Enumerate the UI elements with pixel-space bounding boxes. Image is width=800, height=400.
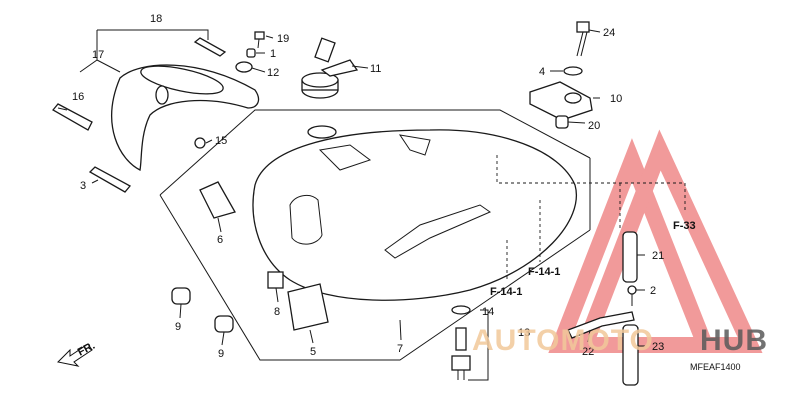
decal-8	[267, 271, 284, 289]
tank-console-cover	[111, 64, 260, 171]
grommet-15	[194, 137, 206, 149]
callout-23: 23	[652, 341, 664, 353]
watermark-text-hub: HUB	[700, 324, 768, 357]
washer-14	[451, 305, 471, 315]
pipe-22	[567, 311, 635, 339]
callout-14: 14	[482, 306, 494, 318]
callout-19: 19	[277, 33, 289, 45]
callout-2: 2	[650, 285, 656, 297]
clip-2	[627, 285, 637, 306]
grommet-12	[235, 61, 253, 73]
diagram-code: MFEAF1400	[690, 362, 741, 372]
callout-16: 16	[72, 91, 84, 103]
decal-5	[287, 283, 329, 331]
tube-23	[622, 324, 639, 386]
callout-22: 22	[582, 346, 594, 358]
tube-21	[622, 231, 638, 283]
rubber-9a	[171, 287, 191, 305]
callout-12: 12	[267, 67, 279, 79]
callout-17: 17	[92, 49, 104, 61]
leader-lines	[57, 29, 645, 381]
rubber-9b	[214, 315, 234, 333]
trim-3	[88, 166, 132, 193]
watermark-text-automoto: AUTOMOTO	[472, 324, 654, 357]
fuel-cap	[301, 37, 359, 99]
nut-4	[563, 66, 583, 76]
callout-9a: 9	[175, 321, 181, 333]
callout-24: 24	[603, 27, 615, 39]
callout-18: 18	[150, 13, 162, 25]
callout-7: 7	[397, 343, 403, 355]
callout-9b: 9	[218, 348, 224, 360]
front-direction-label: FR.	[76, 340, 97, 359]
ref-f33: F-33	[673, 220, 696, 232]
collar-20	[555, 115, 569, 129]
emblem-strip	[193, 37, 227, 57]
callout-20: 20	[588, 120, 600, 132]
callout-15: 15	[215, 135, 227, 147]
callout-10: 10	[610, 93, 622, 105]
collar-1	[246, 48, 256, 58]
fuel-tank	[252, 129, 577, 301]
trim-16	[52, 103, 93, 131]
front-arrow-icon	[56, 343, 93, 367]
callout-3: 3	[80, 180, 86, 192]
callout-8: 8	[274, 306, 280, 318]
callout-13: 13	[518, 327, 530, 339]
group-outline-top	[159, 109, 591, 196]
group-outline-bottom	[159, 194, 591, 361]
callout-6: 6	[217, 234, 223, 246]
filler-ring	[307, 125, 337, 139]
decal-6	[199, 181, 236, 219]
ref-f14-1-b: F-14-1	[490, 286, 522, 298]
bracket-10	[529, 81, 593, 121]
callout-5: 5	[310, 346, 316, 358]
callout-11: 11	[370, 63, 381, 75]
reference-leaders	[496, 155, 686, 282]
ref-f14-1-a: F-14-1	[528, 266, 560, 278]
watermark-logo	[548, 129, 763, 353]
callout-21: 21	[652, 250, 664, 262]
bolt-24	[576, 21, 590, 57]
screw-19	[254, 31, 265, 49]
callout-4: 4	[539, 66, 545, 78]
sensor-13	[451, 327, 471, 380]
callout-1: 1	[270, 48, 276, 60]
